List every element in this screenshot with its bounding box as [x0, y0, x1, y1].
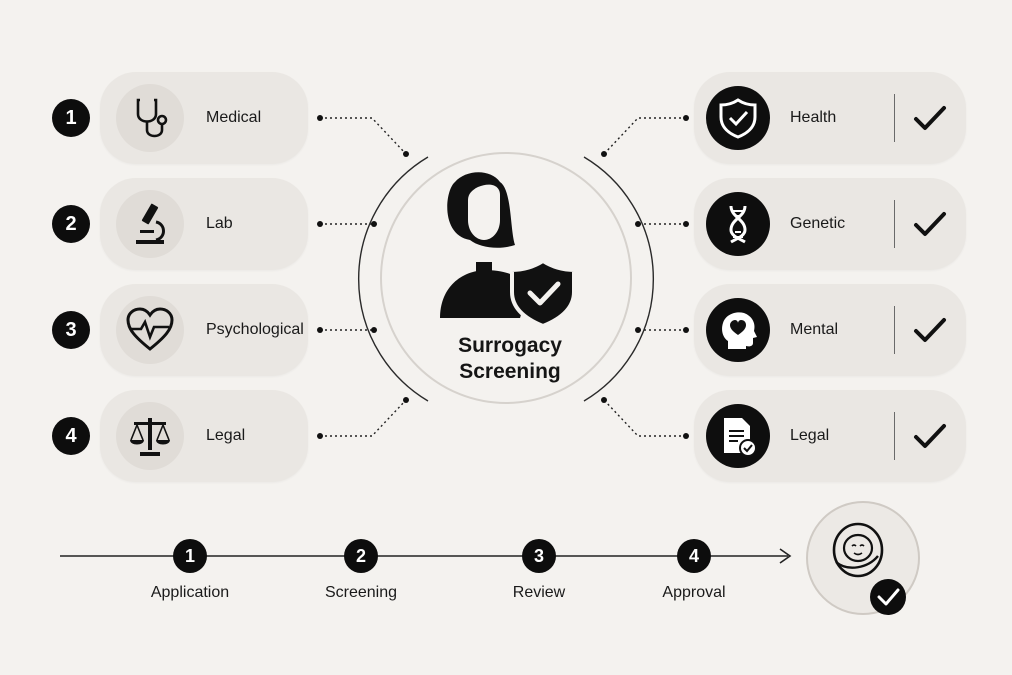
timeline-label-approval: Approval: [662, 584, 726, 601]
outer-ring-right-arc: [583, 156, 655, 402]
divider: [894, 306, 895, 354]
scales-icon: [116, 402, 184, 470]
card-legal-left: Legal: [100, 390, 308, 482]
baby-check-icon: [806, 501, 920, 615]
card-label-mental: Mental: [790, 321, 839, 338]
connector-health: [603, 117, 686, 155]
inner-ring: [380, 152, 632, 404]
card-label-psychological: Psychological: [206, 321, 304, 338]
step-number-3: 3: [52, 311, 90, 349]
heart-pulse-icon: [116, 296, 184, 364]
step-number-2: 2: [52, 205, 90, 243]
timeline-step-1: 1: [173, 539, 207, 573]
card-psychological: Psychological: [100, 284, 308, 376]
head-heart-icon: [706, 298, 770, 362]
checkmark-icon: [914, 106, 946, 130]
checkmark-icon: [914, 212, 946, 236]
connector-medical: [320, 117, 407, 155]
card-genetic: Genetic: [694, 178, 966, 270]
card-label-health: Health: [790, 109, 837, 126]
card-medical: Medical: [100, 72, 308, 164]
outer-ring-left-arc: [357, 156, 429, 402]
card-label-lab: Lab: [206, 215, 233, 232]
divider: [894, 412, 895, 460]
connector-legal-left: [320, 399, 407, 437]
divider: [894, 200, 895, 248]
document-check-icon: [706, 404, 770, 468]
timeline-arrow-icon: [779, 548, 792, 564]
checkmark-icon: [914, 318, 946, 342]
timeline-step-4: 4: [677, 539, 711, 573]
card-label-genetic: Genetic: [790, 215, 846, 232]
timeline-step-2: 2: [344, 539, 378, 573]
person-shield-icon: [440, 172, 576, 329]
stethoscope-icon: [116, 84, 184, 152]
microscope-icon: [116, 190, 184, 258]
shield-check-icon: [706, 86, 770, 150]
timeline-step-3: 3: [522, 539, 556, 573]
timeline-label-application: Application: [150, 584, 230, 601]
step-number-1: 1: [52, 99, 90, 137]
card-mental: Mental: [694, 284, 966, 376]
card-health: Health: [694, 72, 966, 164]
card-label-legal-right: Legal: [790, 427, 830, 444]
card-label-legal-left: Legal: [206, 427, 246, 444]
center-title-line1: Surrogacy: [458, 334, 562, 357]
center-title-line2: Screening: [459, 360, 561, 383]
step-number-4: 4: [52, 417, 90, 455]
timeline-label-screening: Screening: [324, 584, 398, 601]
dna-icon: [706, 192, 770, 256]
divider: [894, 94, 895, 142]
checkmark-icon: [914, 424, 946, 448]
card-legal-right: Legal: [694, 390, 966, 482]
card-label-medical: Medical: [206, 109, 262, 126]
card-lab: Lab: [100, 178, 308, 270]
timeline-label-review: Review: [512, 584, 566, 601]
center-title: Surrogacy Screening: [420, 333, 600, 385]
connector-legal-right: [603, 399, 686, 437]
